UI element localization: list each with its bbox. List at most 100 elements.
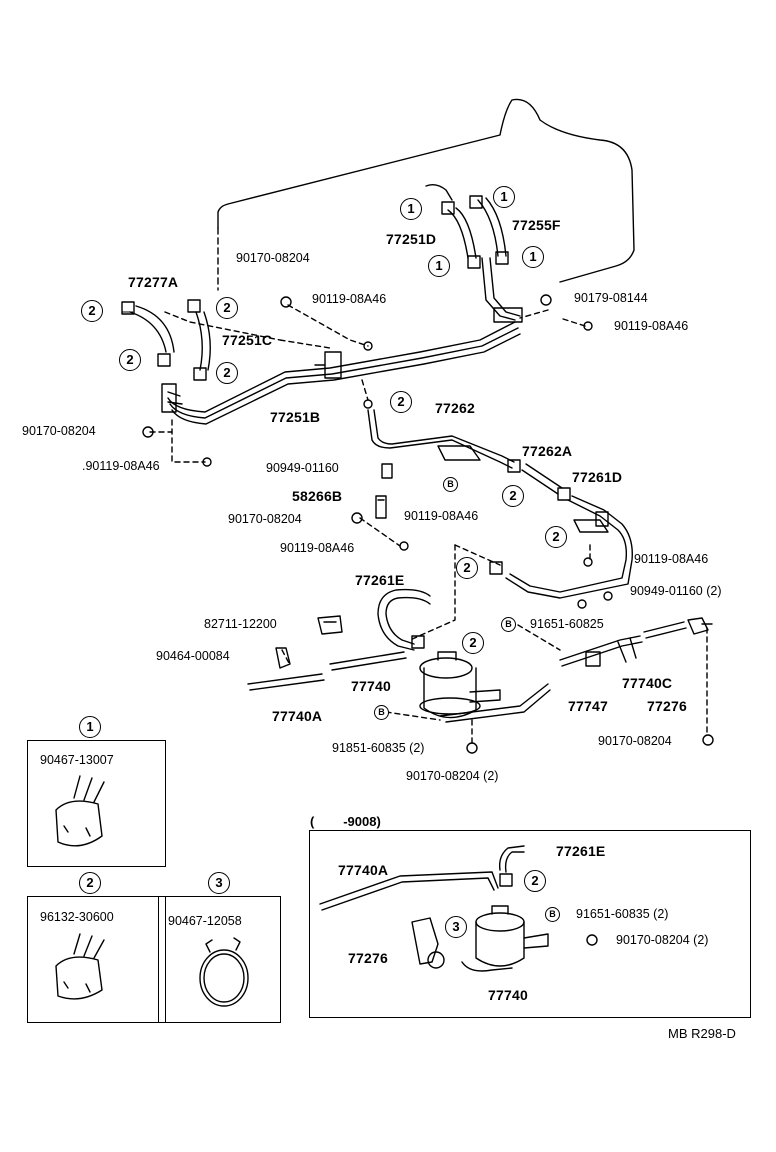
clip-5	[577, 599, 587, 609]
riser-tube-1	[481, 257, 516, 321]
main-tube-lower	[171, 333, 521, 425]
callout-1-a: 1	[400, 198, 422, 220]
hose-77262A	[521, 469, 559, 495]
legend-callout-1: 1	[79, 716, 101, 738]
legend-box-3	[158, 896, 281, 1023]
part-77740C: 77740C	[622, 675, 673, 691]
pn-90119-08A46-left: .90119-08A46	[82, 459, 160, 473]
part-77740A: 77740A	[272, 708, 323, 724]
part-77740: 77740	[351, 678, 391, 694]
pn-90119-08A46-mid2: 90119-08A46	[280, 541, 355, 555]
b-mark-3: B	[374, 705, 389, 720]
pn-90119-08A46-right: 90119-08A46	[614, 319, 689, 333]
pn-90170-08204-top: 90170-08204	[236, 251, 310, 265]
left-fitting	[161, 383, 177, 413]
pn-91651-60825: 91651-60825	[530, 617, 604, 631]
part-77747: 77747	[568, 698, 608, 714]
part-77262: 77262	[435, 400, 475, 416]
hose-77261E	[377, 588, 431, 651]
pipe-77747	[559, 635, 641, 661]
pn-91851-60835-2: 91851-60835 (2)	[332, 741, 425, 755]
nut-3	[142, 426, 154, 438]
callout-2-f: 2	[502, 485, 524, 507]
callout-2-h: 2	[456, 557, 478, 579]
pn-90119-08A46-mid: 90119-08A46	[404, 509, 479, 523]
hose-77740A-left	[247, 673, 323, 685]
inset-valve-77276	[411, 917, 439, 965]
inset-part-77740A: 77740A	[338, 862, 389, 878]
legend-box-2	[27, 896, 166, 1023]
main-tube-middle	[169, 327, 519, 419]
riser-tube-2	[489, 257, 521, 317]
pn-90170-08204-br: 90170-08204	[598, 734, 672, 748]
clip-6	[603, 591, 613, 601]
valve-77276	[687, 617, 709, 635]
part-77251B: 77251B	[270, 409, 321, 425]
hose-77251D	[447, 209, 469, 259]
inset-part-77261E: 77261E	[556, 843, 606, 859]
legend-box-1	[27, 740, 166, 867]
part-77251D: 77251D	[386, 231, 437, 247]
part-58266B: 58266B	[292, 488, 343, 504]
nut-2	[540, 294, 552, 306]
clip-82711	[317, 615, 343, 635]
part-77276: 77276	[647, 698, 687, 714]
bolt-1	[363, 341, 373, 351]
inset-hose-77740A	[319, 871, 499, 905]
hose-77277A	[129, 311, 167, 353]
inset-part-77740: 77740	[488, 987, 528, 1003]
nut-1	[280, 296, 292, 308]
callout-2-a: 2	[81, 300, 103, 322]
inset-part-77276: 77276	[348, 950, 388, 966]
bracket-77261D	[573, 519, 609, 533]
legend-callout-2: 2	[79, 872, 101, 894]
bracket-58266B	[375, 495, 387, 519]
bolt-6	[363, 399, 373, 409]
legend-part-1: 90467-13007	[40, 753, 114, 767]
legend-clip-3-drawing	[199, 937, 249, 1007]
b-mark-1: B	[443, 477, 458, 492]
hose-77251C	[195, 311, 203, 371]
legend-clip-2-drawing	[55, 933, 105, 1000]
pn-90119-08A46-r2: 90119-08A46	[634, 552, 709, 566]
canister-body	[423, 667, 477, 719]
callout-2-i: 2	[462, 632, 484, 654]
hose-77740A-right	[329, 651, 405, 665]
pn-90464-00084: 90464-00084	[156, 649, 230, 663]
inset-canister-body	[475, 921, 525, 967]
callout-2-c: 2	[119, 349, 141, 371]
inset-box	[309, 830, 751, 1018]
legend-callout-3: 3	[208, 872, 230, 894]
callout-1-c: 1	[428, 255, 450, 277]
tube-77261D	[509, 499, 628, 593]
pn-90179-08144: 90179-08144	[574, 291, 648, 305]
b-mark-inset: B	[545, 907, 560, 922]
pn-90119-08A46-top: 90119-08A46	[312, 292, 387, 306]
inset-callout-3: 3	[445, 916, 467, 938]
bolt-2	[583, 321, 593, 331]
bolt-4	[399, 541, 409, 551]
fuel-tank-outline	[217, 98, 635, 283]
legend-part-2: 96132-30600	[40, 910, 114, 924]
inset-header: ( -9008)	[310, 814, 381, 829]
bolt-5	[583, 557, 593, 567]
nut-6	[702, 734, 714, 746]
pn-82711-12200: 82711-12200	[204, 617, 277, 631]
inset-pn-91651-60835: 91651-60835 (2)	[576, 907, 669, 921]
clip-90949	[381, 463, 393, 479]
small-hose-top	[425, 183, 453, 201]
nut-5	[466, 742, 478, 754]
b-mark-2: B	[501, 617, 516, 632]
part-77262A: 77262A	[522, 443, 573, 459]
legend-clip-1-drawing	[55, 775, 105, 847]
callout-1-b: 1	[493, 186, 515, 208]
callout-2-g: 2	[545, 526, 567, 548]
canister-top	[419, 657, 473, 679]
pn-90170-08204-mid: 90170-08204	[228, 512, 302, 526]
hose-77255F	[477, 199, 499, 257]
part-77277A: 77277A	[128, 274, 179, 290]
inset-pn-90170-08204: 90170-08204 (2)	[616, 933, 709, 947]
hose-77740C	[643, 621, 685, 633]
part-77261D: 77261D	[572, 469, 623, 485]
